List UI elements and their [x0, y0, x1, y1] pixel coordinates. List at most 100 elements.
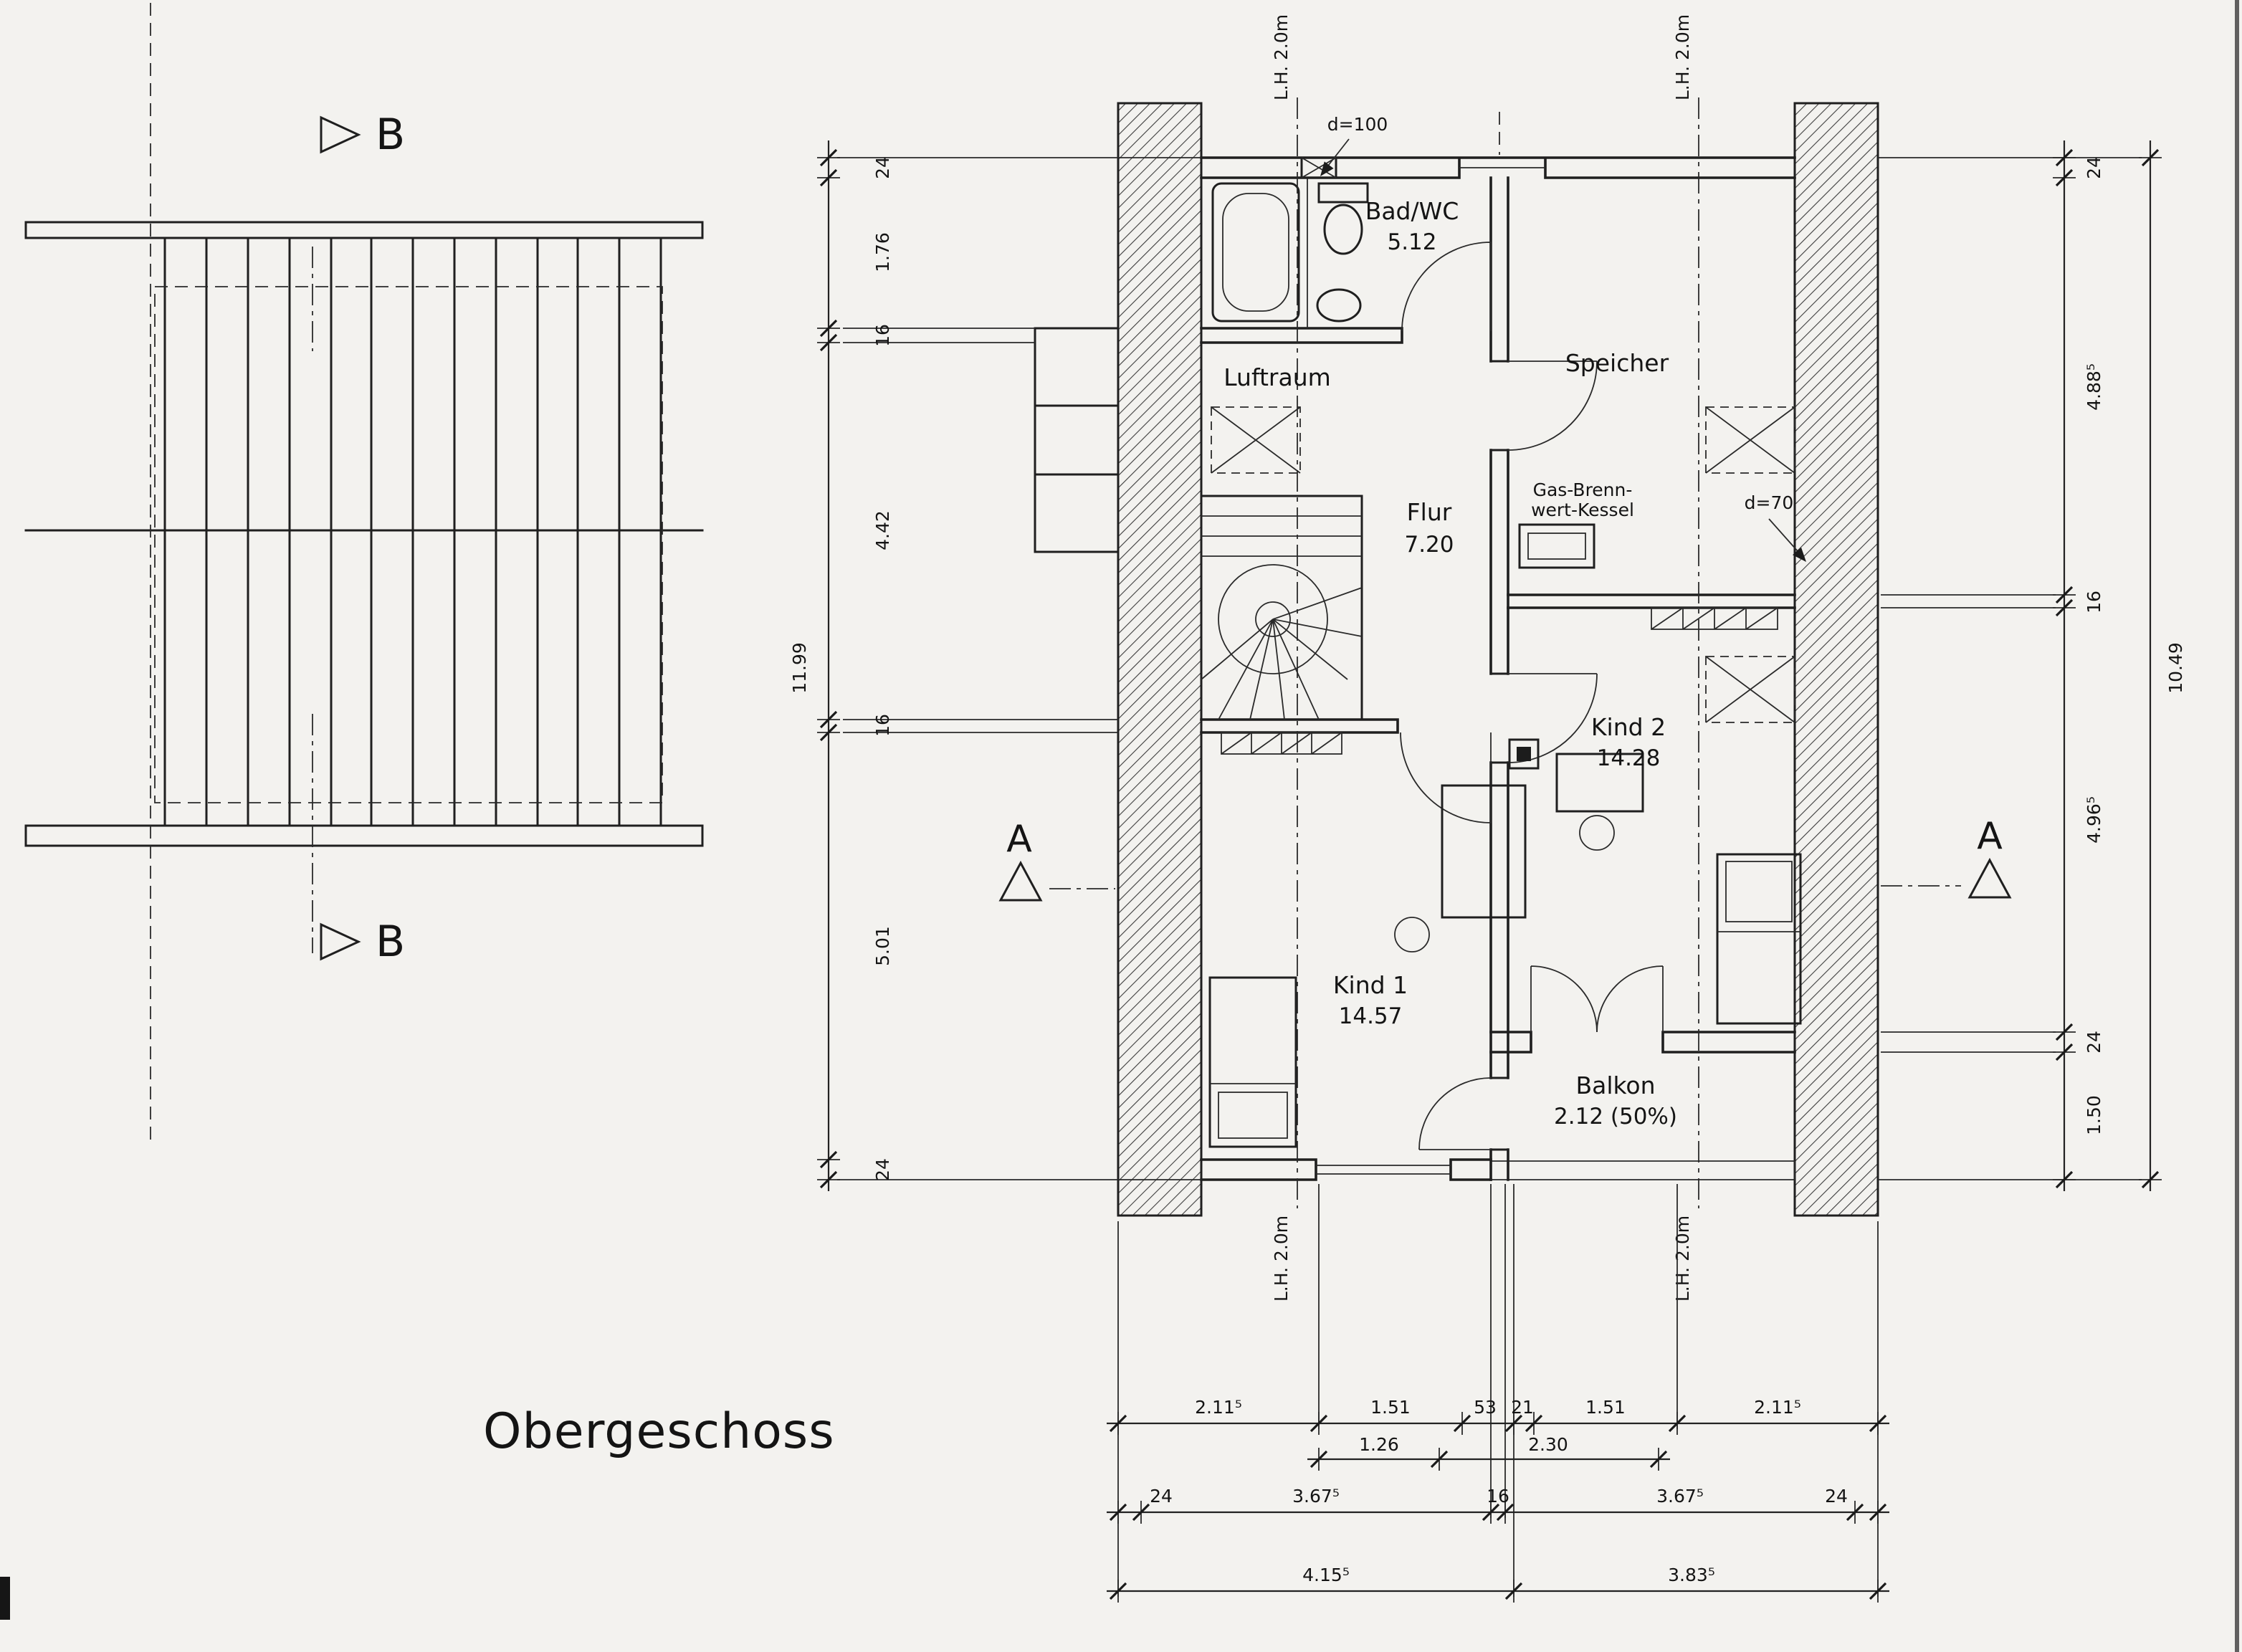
dim-right-seg-5: 1.50	[2084, 1095, 2104, 1135]
dim-row3-0: 24	[1150, 1486, 1173, 1507]
section-a-label-right: A	[1977, 815, 2003, 858]
section-b-label-top: B	[376, 110, 405, 160]
section-marker-b-bottom: B	[320, 917, 405, 967]
dim-left-seg-5: 5.01	[872, 926, 893, 966]
dim-left: 24 1.76 16 4.42 16 5.01 24 11.99	[789, 140, 893, 1191]
extension-lines	[837, 157, 2142, 1597]
roof-eave-lines	[24, 221, 704, 847]
vent-icon	[1300, 156, 1337, 179]
headroom-label-bottom-right: L.H. 2.0m	[1672, 1216, 1693, 1302]
wall-band-left	[1117, 102, 1203, 1217]
dim-right-seg-3: 4.96⁵	[2084, 796, 2104, 844]
balcony-railing	[1490, 1160, 1795, 1180]
toilet-icon	[1317, 182, 1369, 255]
desk-icon-kind2	[1555, 753, 1644, 813]
section-marker-b-top: B	[320, 110, 405, 160]
room-label-speicher: Speicher	[1565, 349, 1669, 377]
dim-row4-1: 3.83⁵	[1668, 1565, 1715, 1585]
bathtub-icon	[1211, 182, 1300, 323]
dim-row1-0: 2.11⁵	[1195, 1397, 1242, 1418]
label-kessel-line2: wert-Kessel	[1531, 500, 1634, 520]
bed-icon-kind1	[1208, 976, 1297, 1148]
dim-right-seg-4: 24	[2084, 1031, 2104, 1054]
dim-right: 24 4.88⁵ 16 4.96⁵ 24 1.50 10.49	[2051, 140, 2186, 1191]
dim-left-total: 11.99	[789, 642, 810, 694]
dim-row1-2: 53	[1474, 1397, 1497, 1418]
label-kessel-line1: Gas-Brenn-	[1533, 479, 1633, 500]
dim-row3-4: 24	[1825, 1486, 1848, 1507]
drawing-title: Obergeschoss	[483, 1403, 835, 1460]
spiral-stair	[1201, 515, 1363, 720]
radiator-icon-left	[1221, 732, 1342, 755]
dim-row2-1: 2.30	[1528, 1434, 1568, 1455]
room-area-bad-wc: 5.12	[1387, 229, 1436, 255]
section-b-label-bottom: B	[376, 917, 405, 967]
skylight-icon-kind2	[1705, 656, 1795, 723]
dim-row1-3: 21	[1511, 1397, 1534, 1418]
room-label-flur: Flur	[1407, 498, 1452, 526]
roof-outline-dashed	[154, 286, 663, 803]
d70-label: d=70	[1745, 492, 1794, 513]
chair-icon-kind1	[1394, 917, 1430, 952]
skylight-icon-speicher	[1705, 406, 1795, 474]
headroom-label-top-left: L.H. 2.0m	[1271, 14, 1292, 100]
scan-artifact-right-edge	[2235, 0, 2239, 1652]
dim-row4-0: 4.15⁵	[1302, 1565, 1350, 1585]
dim-row3-2: 16	[1487, 1486, 1509, 1507]
chair-icon-kind2	[1579, 815, 1615, 851]
roof-rafters	[163, 237, 662, 827]
section-marker-a-left: A	[998, 818, 1115, 902]
dim-bottom-row1: 2.11⁵ 1.51 53 21 1.51 2.11⁵	[1107, 1397, 1889, 1436]
room-label-balkon: Balkon	[1575, 1071, 1655, 1099]
dim-right-seg-1: 4.88⁵	[2084, 363, 2104, 411]
room-area-kind2: 14.28	[1597, 745, 1661, 771]
room-area-flur: 7.20	[1404, 532, 1454, 558]
room-label-kind1: Kind 1	[1333, 971, 1408, 999]
dim-left-seg-2: 16	[872, 324, 893, 347]
section-marker-a-right: A	[1881, 815, 2012, 899]
wall-band-right	[1793, 102, 1879, 1217]
room-label-bad-wc: Bad/WC	[1365, 197, 1459, 225]
flue-icon	[1508, 738, 1540, 770]
radiator-icon-right	[1651, 607, 1778, 630]
section-a-label-left: A	[1006, 818, 1032, 861]
dim-left-seg-1: 1.76	[872, 232, 893, 272]
bed-icon-kind2	[1716, 853, 1802, 1025]
room-area-balkon: 2.12 (50%)	[1554, 1104, 1677, 1130]
room-label-luftraum: Luftraum	[1223, 363, 1331, 391]
skylight-icon-luftraum	[1211, 406, 1301, 474]
dim-left-seg-4: 16	[872, 714, 893, 737]
headroom-label-top-right: L.H. 2.0m	[1672, 14, 1693, 100]
door-arcs	[1400, 242, 1664, 1150]
dim-right-seg-0: 24	[2084, 156, 2104, 179]
dim-bottom-row3: 24 3.67⁵ 16 3.67⁵ 24	[1107, 1486, 1889, 1525]
dim-row1-1: 1.51	[1370, 1397, 1411, 1418]
scan-artifact-bottom-left	[0, 1577, 10, 1620]
exterior-walls	[1200, 156, 1796, 1181]
dim-row1-5: 2.11⁵	[1754, 1397, 1801, 1418]
annotation-d100: d=100	[1320, 114, 1388, 176]
dim-right-total: 10.49	[2165, 642, 2186, 694]
dim-row3-1: 3.67⁵	[1292, 1486, 1340, 1507]
headroom-label-bottom-left: L.H. 2.0m	[1271, 1216, 1292, 1302]
room-area-kind1: 14.57	[1339, 1003, 1403, 1029]
dim-left-seg-0: 24	[872, 156, 893, 179]
dim-left-seg-3: 4.42	[872, 510, 893, 550]
dim-bottom-row4: 4.15⁵ 3.83⁵	[1107, 1565, 1889, 1604]
dim-row3-3: 3.67⁵	[1656, 1486, 1704, 1507]
chimney	[1034, 327, 1120, 553]
floor-plan: Bad/WC 5.12 Luftraum Speicher Flur 7.20 …	[998, 14, 2012, 1302]
dim-left-seg-6: 24	[872, 1158, 893, 1181]
sink-icon	[1307, 178, 1362, 328]
room-label-kind2: Kind 2	[1591, 713, 1666, 741]
roof-plan: B B	[24, 3, 704, 1140]
boiler-icon	[1518, 523, 1595, 569]
annotation-d70: d=70	[1745, 492, 1806, 562]
dim-bottom-row2: 1.26 2.30	[1307, 1434, 1670, 1472]
dim-row1-4: 1.51	[1585, 1397, 1626, 1418]
desk-icon-kind1	[1441, 784, 1527, 919]
d100-label: d=100	[1327, 114, 1388, 135]
dim-right-seg-2: 16	[2084, 591, 2104, 613]
